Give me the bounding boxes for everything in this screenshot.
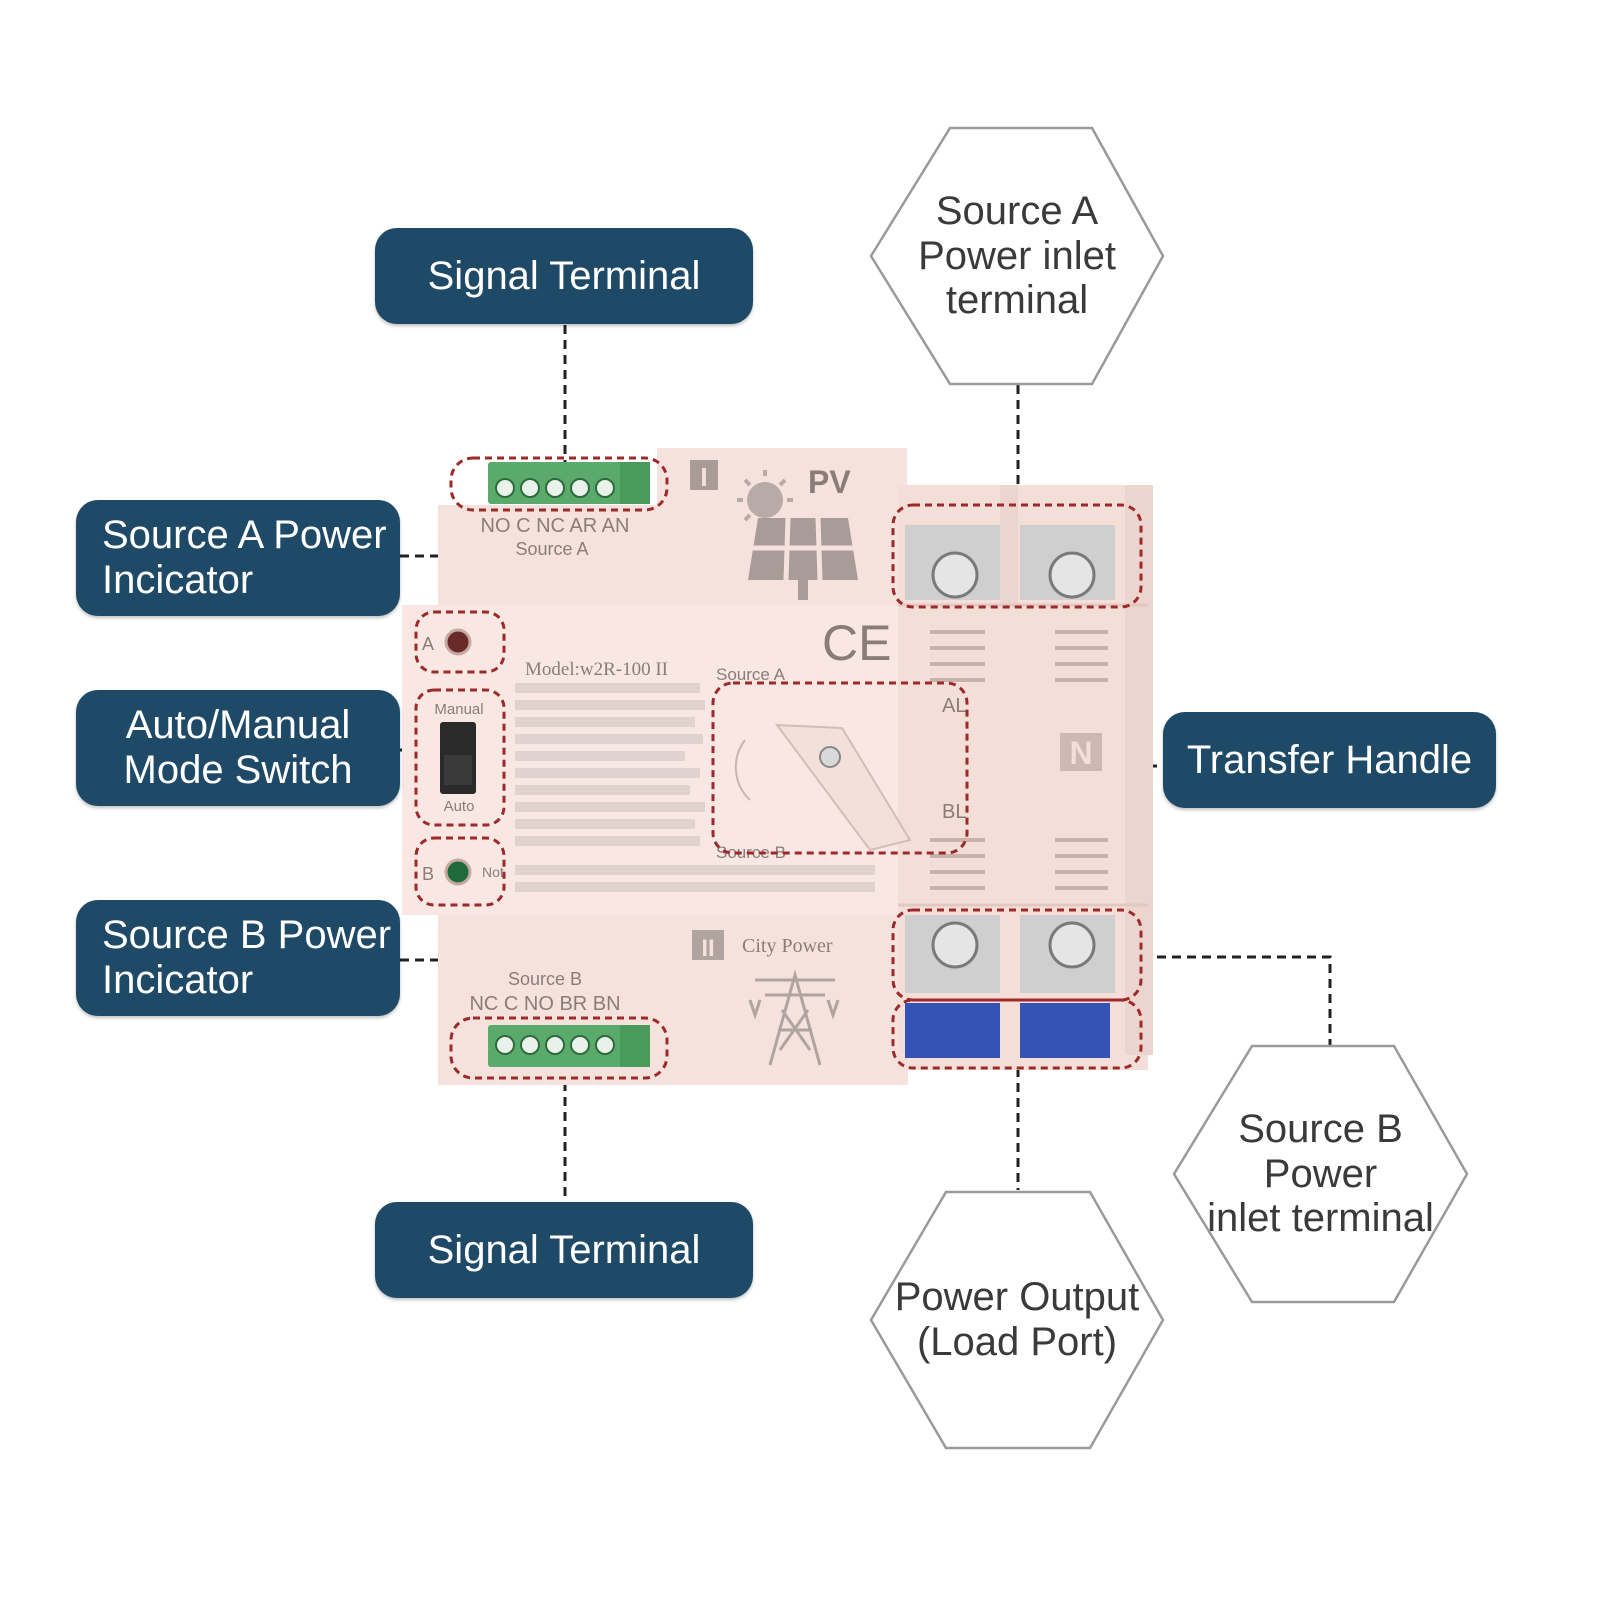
- section-1-label: I: [700, 462, 707, 492]
- callout-signal-terminal-top: Signal Terminal: [375, 228, 753, 324]
- indicator-b-label: B: [422, 864, 434, 884]
- callout-signal-terminal-top-text: Signal Terminal: [427, 253, 701, 298]
- callout-transfer-handle-text: Transfer Handle: [1186, 737, 1473, 782]
- hexagon-source-b-inlet: [1172, 1044, 1469, 1304]
- handle-source-a: Source A: [716, 665, 786, 684]
- hex-power-output-text: Power Output (Load Port): [894, 1275, 1140, 1364]
- neutral-label: N: [1069, 735, 1092, 771]
- pv-label: PV: [808, 464, 851, 500]
- vent-slots: [930, 630, 1108, 890]
- callout-signal-terminal-bottom-text: Signal Terminal: [427, 1227, 701, 1272]
- neutral-badge: [1060, 733, 1102, 771]
- load-port-terminal-2: [1020, 1003, 1110, 1058]
- callout-source-b-indicator-text: Source B Power Incicator: [102, 913, 392, 1002]
- switch-auto-label: Auto: [444, 798, 475, 815]
- source-a-led: [444, 628, 472, 656]
- solar-panel-icon: [737, 470, 858, 600]
- source-b-led: [444, 858, 472, 886]
- leader-source-b-inlet: [1142, 955, 1332, 1045]
- callout-mode-switch: Auto/Manual Mode Switch: [76, 690, 400, 806]
- hex-source-a-inlet-text: Source A Power inlet terminal: [918, 188, 1116, 323]
- callout-mode-switch-text: Auto/Manual Mode Switch: [123, 703, 353, 792]
- rating-table: [515, 683, 875, 892]
- bottom-terminal-labels: NC C NO BR BN: [469, 993, 620, 1015]
- highlight-bottom-signal: [449, 1016, 669, 1080]
- highlight-load-port: [891, 998, 1143, 1070]
- city-power-label: City Power: [742, 935, 833, 957]
- switch-manual-label: Manual: [434, 701, 483, 718]
- terminal-al-label: AL: [942, 695, 966, 717]
- callout-source-a-indicator-text: Source A Power Incicator: [102, 513, 387, 602]
- highlight-mode-switch: [414, 688, 506, 827]
- note-label: Not: [482, 864, 504, 880]
- load-port-terminal-1: [905, 1003, 1000, 1058]
- highlight-source-a-led: [414, 610, 506, 674]
- model-label: Model:w2R-100 II: [525, 659, 668, 680]
- callout-source-b-indicator: Source B Power Incicator: [76, 900, 400, 1016]
- hexagon-source-a-inlet: [869, 126, 1165, 386]
- highlight-top-signal: [449, 456, 669, 512]
- highlight-boxes: [414, 456, 1143, 1080]
- top-terminal-labels: NO C NC AR AN: [481, 515, 630, 537]
- callout-source-a-indicator: Source A Power Incicator: [76, 500, 400, 616]
- transfer-switch-device: NO C NC AR AN Source A Source B NC C NO …: [402, 448, 1153, 1085]
- callout-signal-terminal-bottom: Signal Terminal: [375, 1202, 753, 1298]
- hexagon-power-output: [869, 1190, 1165, 1450]
- callout-transfer-handle: Transfer Handle: [1163, 712, 1496, 808]
- section-1-badge: [690, 460, 718, 490]
- highlight-source-b-led: [414, 836, 506, 907]
- source-b-screw-terminals: [905, 915, 1115, 993]
- highlight-source-a-inlet: [891, 503, 1143, 609]
- terminal-bl-label: BL: [942, 801, 966, 823]
- handle-screw: [819, 746, 841, 768]
- top-terminal-source: Source A: [515, 539, 588, 559]
- indicator-a-label: A: [422, 634, 434, 654]
- hex-source-b-inlet-text: Source B Power inlet terminal: [1207, 1106, 1434, 1241]
- bottom-terminal-source: Source B: [508, 969, 582, 989]
- source-a-screw-terminals: [905, 525, 1115, 600]
- transfer-handle-lever: [774, 723, 912, 852]
- section-2-label: II: [701, 935, 714, 962]
- highlight-source-b-inlet: [891, 908, 1143, 1002]
- power-tower-icon: [748, 969, 840, 1066]
- section-2-badge: [692, 930, 724, 960]
- ce-mark: CE: [822, 615, 891, 671]
